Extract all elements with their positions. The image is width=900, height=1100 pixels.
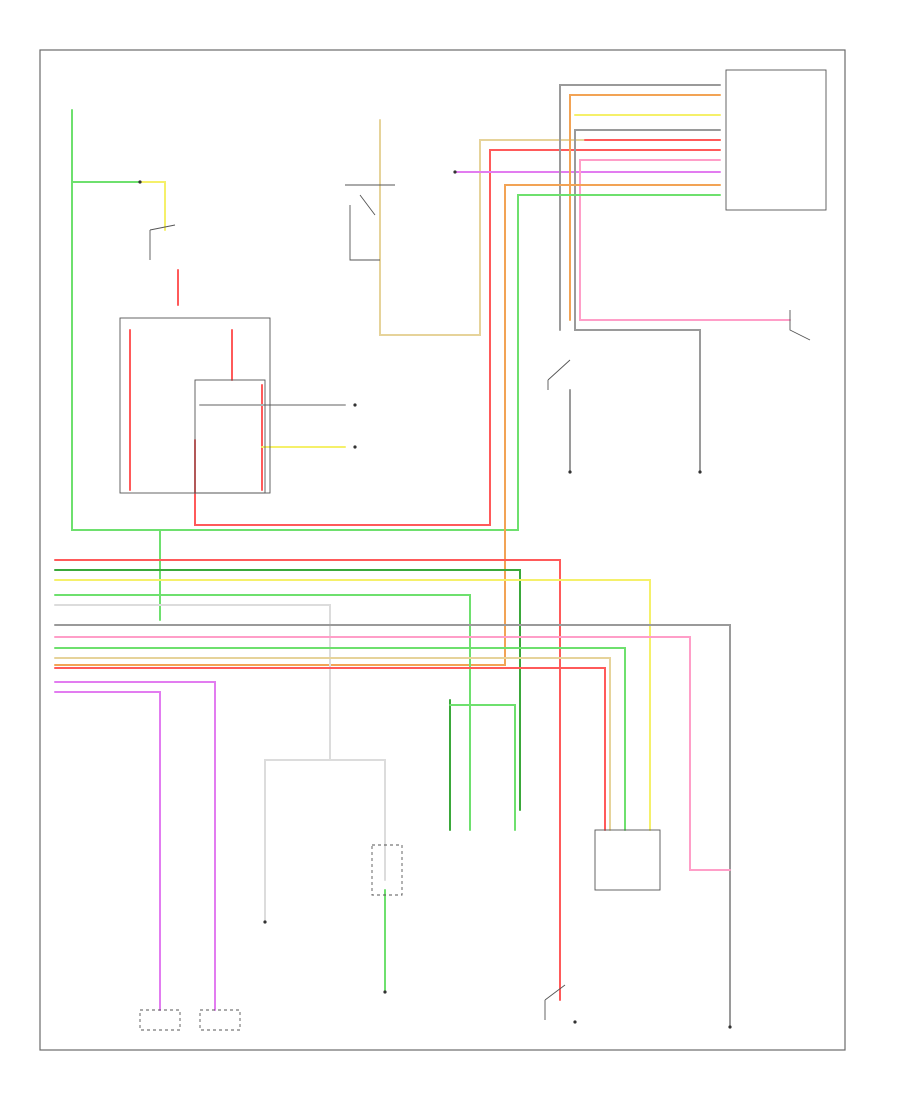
junction-dot [138,180,142,184]
junction-dot [263,920,267,924]
diagram-frame [39,49,846,1051]
wire-harness-dkgreen [54,569,521,811]
switch-left-top [149,224,176,260]
wire-orange-conn [569,94,721,321]
wire-green-left [71,109,161,621]
switch-center [345,184,395,261]
wire-harness-yellow [54,579,651,831]
wire-yellow-top [139,181,166,231]
wire-green-bracket-2 [449,704,516,831]
junction-dot [573,1020,577,1024]
switch-bottom [544,984,566,1020]
junction-layer [138,170,732,1029]
wire-orange-conn-2 [54,184,721,666]
wire-harness-red [54,559,561,1001]
wire-harness-green [54,594,471,831]
wire-harness-red-2 [54,667,606,831]
junction-dot [728,1025,732,1029]
wire-harness-tan [54,657,611,831]
junction-dot [698,470,702,474]
switch-right-mid [547,359,571,390]
junction-dot [383,990,387,994]
relay-inner [194,379,266,494]
junction-dot [353,445,357,449]
wire-harness-gray [54,624,731,1026]
wire-harness-white [54,604,331,921]
junction-dot [353,403,357,407]
left-sensor-2 [199,1009,241,1031]
dashed-sensor [371,844,403,896]
junction-dot [568,470,572,474]
control-module [594,829,661,891]
connector-block [725,69,827,211]
left-sensor-1 [139,1009,181,1031]
wire-layer [54,84,791,1026]
wire-white-center [329,759,386,881]
junction-dot [453,170,457,174]
wire-harness-green-2 [54,647,626,831]
wire-green-conn [159,194,721,531]
wire-harness-pink [54,636,731,871]
wire-gray-conn-1 [559,84,721,331]
wire-harness-violet-2 [54,691,161,1011]
wire-harness-violet-1 [54,681,216,1011]
wire-red-loop [194,149,721,526]
wire-pink-conn [579,159,791,321]
switch-far-right [789,310,811,341]
component-layer [119,184,811,1031]
wire-gray-conn-2 [574,129,721,386]
wire-tan-center [379,119,721,336]
